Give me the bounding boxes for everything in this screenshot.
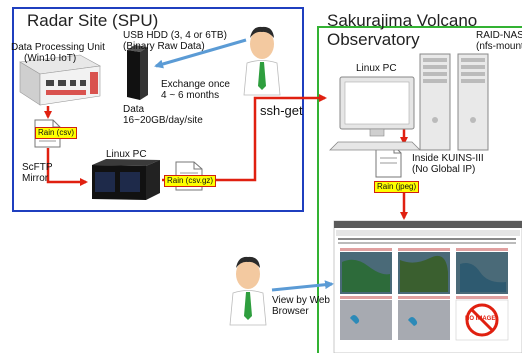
spu-frame — [12, 7, 304, 212]
arrow-rain-csv-to-linux-pc — [46, 148, 88, 186]
data-processing-unit-icon — [19, 54, 101, 106]
exchange-label: Exchange once — [161, 79, 230, 90]
arrow-ssh-get — [205, 94, 327, 182]
browser-label: Browser — [272, 306, 309, 317]
raid-nas-server-icon — [419, 53, 489, 151]
data-volume: 16~20GB/day/site — [123, 115, 203, 126]
no-global-ip-label: (No Global IP) — [412, 164, 476, 175]
rain-jpeg-document-icon — [375, 145, 402, 178]
no-image-label: NO IMAGE — [465, 316, 496, 322]
observatory-title-line-2: Observatory — [327, 30, 420, 49]
spu-title: Radar Site (SPU) — [27, 11, 159, 30]
dpu-sublabel: (Win10 IoT) — [24, 53, 77, 64]
observatory-title-line-1: Sakurajima Volcano — [327, 11, 478, 30]
hdd-label: USB HDD (3, 4 or 6TB) — [123, 30, 227, 41]
raid-nas-sublabel: (nfs-mount — [476, 41, 522, 52]
rain-jpeg-tag: Rain (jpeg) — [374, 181, 420, 193]
viewer-person-icon — [229, 256, 267, 326]
arrow-person-to-hdd — [154, 38, 247, 69]
view-by-web-label: View by Web — [272, 295, 330, 306]
data-label: Data — [123, 104, 145, 115]
observatory-frame — [317, 26, 522, 353]
spu-linux-pc-label: Linux PC — [106, 149, 147, 160]
arrow-viewer-to-webpage — [271, 280, 334, 292]
rain-csv-tag: Rain (csv) — [35, 127, 78, 139]
ssh-get-label: ssh-get — [260, 103, 303, 118]
scftp-label: ScFTP — [22, 162, 53, 173]
spu-linux-pc-icon — [92, 159, 160, 200]
web-page-screenshot — [333, 220, 522, 353]
exchange-period: 4 ~ 6 months — [161, 90, 220, 101]
hdd-sublabel: (Binary Raw Data) — [123, 41, 205, 52]
observatory-linux-pc-label: Linux PC — [356, 63, 397, 74]
usb-hdd-icon — [127, 45, 148, 100]
raid-nas-label: RAID-NAS — [476, 30, 522, 41]
rain-csvgz-tag: Rain (csv.gz) — [164, 175, 217, 187]
scftp-mirror-label: Mirror — [22, 173, 49, 184]
operator-person-icon — [243, 26, 281, 96]
observatory-linux-pc-icon — [329, 76, 421, 151]
inside-kuins-label: Inside KUINS-III — [412, 153, 484, 164]
dpu-label: Data Processing Unit — [11, 42, 105, 53]
